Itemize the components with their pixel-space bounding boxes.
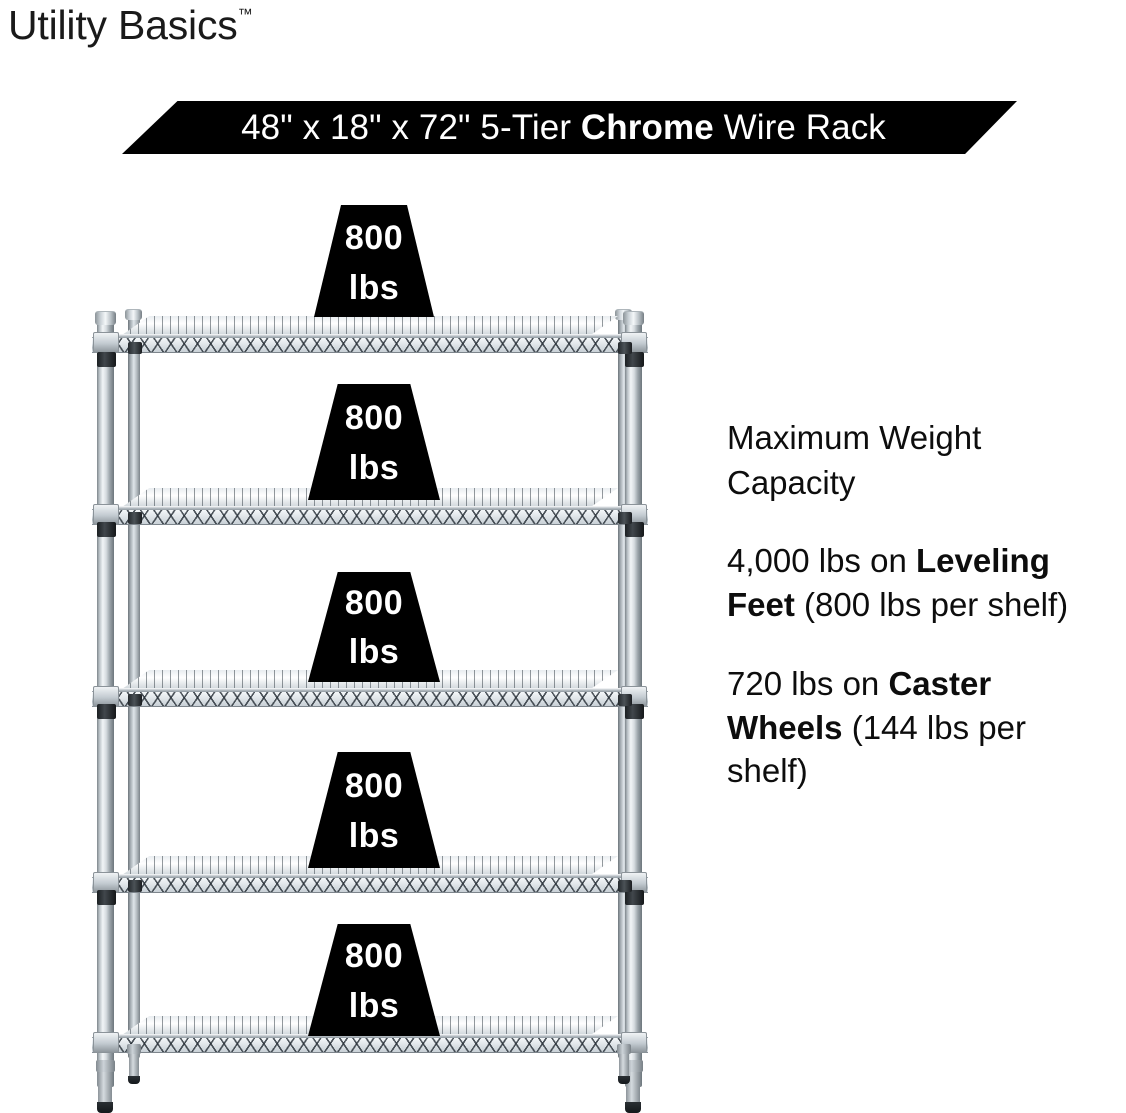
capacity-callout-value: 800: [344, 399, 404, 437]
leveling-foot-back-right: [617, 1044, 631, 1084]
post-collar-front-right: [625, 352, 644, 367]
leveling-foot-collar: [127, 1044, 141, 1054]
shelf-rail: [94, 688, 646, 692]
post-collar-front-right: [625, 704, 644, 719]
banner-finish: Chrome: [580, 107, 714, 147]
banner-product: Wire Rack: [723, 107, 886, 147]
capacity-callout-tier-4: 800 lbs: [308, 752, 440, 868]
shelf-rail: [94, 874, 646, 878]
shelf-truss-wire: [96, 692, 644, 707]
leveling-foot-collar: [96, 1060, 115, 1072]
product-title-text: 48" x 18" x 72" 5-Tier Chrome Wire Rack: [241, 108, 886, 148]
leveling-foot-stem: [98, 1072, 112, 1102]
brand-wordmark: Utility Basics™: [8, 2, 253, 49]
capacity-callout-unit: lbs: [348, 817, 400, 855]
capacity-callout-value: 800: [344, 584, 404, 622]
banner-tier: 5-Tier: [480, 107, 572, 147]
leveling-foot-tip: [97, 1102, 113, 1113]
post-collar-back-right: [618, 694, 632, 706]
shelf-clamp-left: [93, 332, 119, 353]
post-collar-back-left: [128, 512, 142, 524]
rack-post-cap-front-right: [623, 311, 644, 325]
capacity-callout-tier-2: 800 lbs: [308, 384, 440, 500]
leveling-foot-tip: [625, 1102, 641, 1113]
shelf-rail: [94, 506, 646, 510]
shelf-truss-wire: [96, 878, 644, 893]
spec-lead: 720 lbs on: [727, 665, 889, 703]
capacity-callout-unit: lbs: [348, 633, 400, 671]
capacity-callout-unit: lbs: [348, 449, 400, 487]
shelf-truss-wire: [96, 338, 644, 353]
post-collar-back-right: [618, 342, 632, 354]
spec-heading: Maximum Weight Capacity: [727, 419, 982, 501]
shelf-truss-wire: [96, 510, 644, 525]
capacity-callout-tier-5: 800 lbs: [308, 924, 440, 1036]
post-collar-front-right: [625, 522, 644, 537]
leveling-foot-stem: [619, 1054, 629, 1076]
spec-copy-block: Maximum Weight Capacity 4,000 lbs on Lev…: [727, 416, 1105, 829]
spec-lead: 4,000 lbs on: [727, 542, 916, 580]
capacity-callout-unit: lbs: [348, 269, 400, 307]
leveling-foot-front-left: [96, 1060, 115, 1113]
spec-emphasis: Caster Wheels: [727, 665, 992, 746]
trademark-symbol: ™: [237, 6, 253, 23]
capacity-callout-tier-3: 800 lbs: [308, 572, 440, 682]
shelf-rail: [94, 334, 646, 338]
spec-item-leveling-feet: 4,000 lbs on Leveling Feet (800 lbs per …: [727, 539, 1105, 626]
leveling-foot-collar: [617, 1044, 631, 1054]
product-title-banner: 48" x 18" x 72" 5-Tier Chrome Wire Rack: [122, 101, 1017, 154]
shelf-deck: [122, 316, 618, 335]
post-collar-front-right: [625, 890, 644, 905]
shelf-truss-wire: [96, 1038, 644, 1053]
post-collar-front-left: [97, 522, 116, 537]
shelf-clamp-left: [93, 1032, 119, 1053]
capacity-callout-value: 800: [344, 767, 404, 805]
post-collar-front-left: [97, 890, 116, 905]
brand-name: Utility Basics: [8, 2, 238, 48]
post-collar-back-left: [128, 342, 142, 354]
capacity-callout-value: 800: [344, 219, 404, 257]
wire-rack-illustration: 800 lbs 800 lbs 800 lbs 800 lbs 800 lbs: [92, 205, 648, 1113]
spec-trail: (144 lbs per shelf): [727, 708, 1026, 790]
leveling-foot-tip: [128, 1076, 140, 1084]
capacity-callout-unit: lbs: [348, 987, 400, 1025]
post-collar-back-right: [618, 880, 632, 892]
leveling-foot-stem: [129, 1054, 139, 1076]
leveling-foot-tip: [618, 1076, 630, 1084]
shelf-rail: [94, 1034, 646, 1038]
spec-trail: (800 lbs per shelf): [794, 585, 1069, 623]
post-collar-front-left: [97, 704, 116, 719]
rack-post-cap-front-left: [95, 311, 116, 325]
post-collar-back-right: [618, 512, 632, 524]
leveling-foot-back-left: [127, 1044, 141, 1084]
post-collar-front-left: [97, 352, 116, 367]
banner-dimensions: 48" x 18" x 72": [241, 107, 471, 147]
rack-post-cap-back-left: [125, 309, 142, 320]
post-collar-back-left: [128, 880, 142, 892]
spec-emphasis: Leveling Feet: [727, 542, 1050, 623]
post-collar-back-left: [128, 694, 142, 706]
capacity-callout-tier-1: 800 lbs: [314, 205, 434, 317]
spec-item-caster-wheels: 720 lbs on Caster Wheels (144 lbs per sh…: [727, 662, 1105, 793]
capacity-callout-value: 800: [344, 937, 404, 975]
